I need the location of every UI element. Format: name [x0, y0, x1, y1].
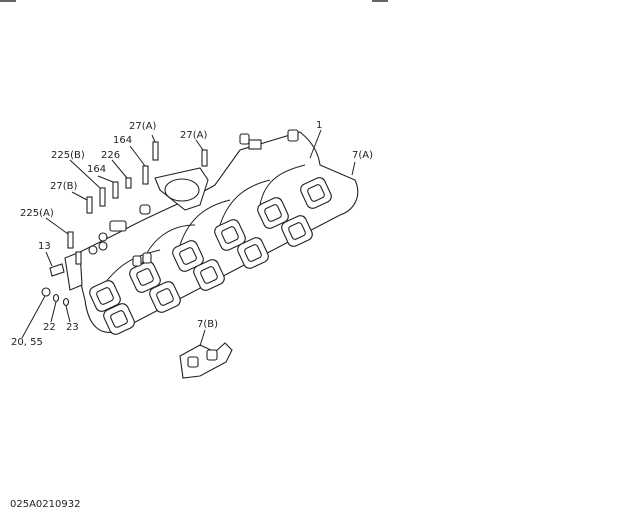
callout-22: 22: [43, 322, 56, 333]
callout-225a: 225(A): [20, 208, 54, 219]
callout-27a: 27(A): [129, 121, 156, 132]
intake-manifold: [64, 129, 359, 335]
corner-mark: [0, 0, 16, 2]
callout-7a: 7(A): [352, 150, 373, 161]
leader-lines: [21, 129, 356, 347]
callout-1: 1: [316, 120, 322, 131]
studs: [41, 141, 208, 307]
corner-mark: [372, 0, 388, 2]
callout-164: 164: [87, 164, 106, 175]
drawing-code: 025A0210932: [10, 499, 80, 510]
callout-226: 226: [101, 150, 120, 161]
callout-27b: 27(B): [50, 181, 77, 192]
callout-225b: 225(B): [51, 150, 85, 161]
callout-20-55: 20, 55: [11, 337, 43, 348]
callout-7b: 7(B): [197, 319, 218, 330]
callout-164: 164: [113, 135, 132, 146]
callout-23: 23: [66, 322, 79, 333]
callout-13: 13: [38, 241, 51, 252]
callout-27a: 27(A): [180, 130, 207, 141]
gasket-7b: [179, 342, 233, 379]
